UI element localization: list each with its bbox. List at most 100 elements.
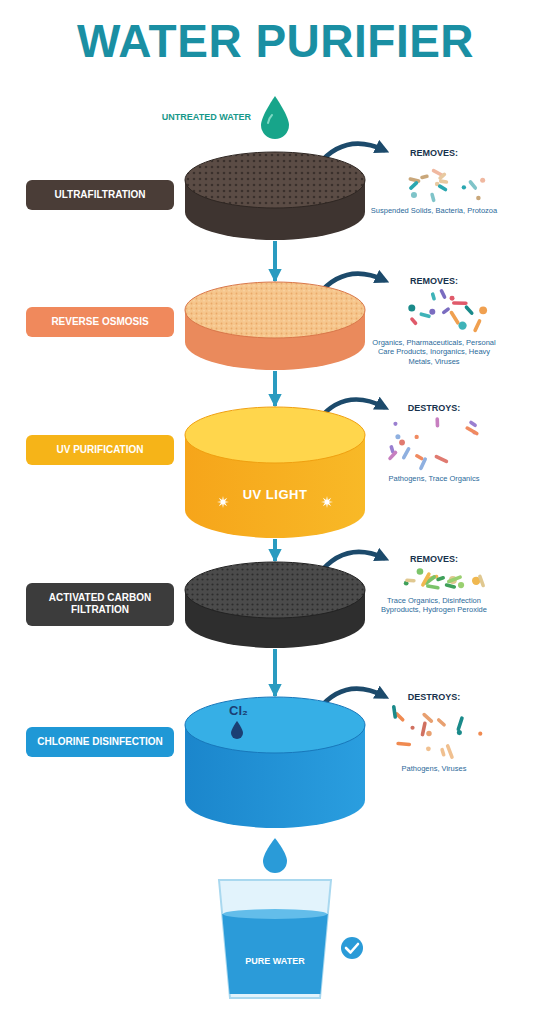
contaminant-capsule [426,584,440,590]
filter-stage: CHLORINE DISINFECTIONCl₂ [185,697,365,828]
callout-list: Pathogens, Trace Organics [368,474,500,483]
cylinder-top [185,152,365,208]
contaminant-capsule [392,705,398,719]
cylinder-top [185,407,365,463]
stage-label: ACTIVATED CARBON FILTRATION [26,583,174,626]
text-holder: ULTRAFILTRATION [26,180,174,211]
flow-arrow [273,649,277,696]
contaminant-icons [388,168,488,759]
chemical-symbol: Cl₂ [229,703,269,718]
callout-holder: Pathogens, Trace Organics [368,474,500,483]
callout-heading: DESTROYS: [368,692,500,702]
contaminant-capsule [437,184,448,192]
water-surface [223,909,327,919]
contaminant-dot [462,185,466,189]
contaminant-capsule [396,742,411,747]
stage-label: UV PURIFICATION [26,435,174,466]
text-holder: Cl₂ [229,703,269,718]
contaminant-capsule [419,312,431,319]
contaminant-capsule [414,453,424,461]
filter-stage: ULTRAFILTRATION [185,152,365,240]
contaminant-capsule [445,744,454,760]
contaminant-capsule [430,292,436,301]
flow-arrow [273,371,277,406]
text-holder: UV LIGHT [205,487,345,502]
contaminant-capsule [438,172,447,181]
disk-shape [185,697,365,828]
stage-label: CHLORINE DISINFECTION [26,727,174,758]
filter-stage: REVERSE OSMOSIS [185,282,365,370]
contaminant-dot [408,304,415,311]
contaminant-dot [476,196,481,201]
contaminant-capsule [401,446,411,460]
filter-stage: ACTIVATED CARBON FILTRATION [185,562,365,648]
text-holder: UV PURIFICATION [26,435,174,466]
contaminant-capsule [420,721,427,737]
check-icon [341,937,363,959]
text-holder: CHLORINE DISINFECTION [26,727,174,758]
callout-holder: REMOVES: [368,554,500,564]
input-label: UNTREATED WATER [147,112,251,122]
chlorine-drop [231,721,243,739]
contaminant-dot [457,730,462,735]
glass-outline [219,880,331,998]
contaminant-capsule [465,426,479,436]
contaminant-capsule [444,583,456,589]
contaminant-capsule [435,417,439,427]
contaminant-capsule [478,574,486,588]
title: WATER PURIFIER [77,15,474,67]
callout-holder: DESTROYS: [368,403,500,413]
disk-shape [185,152,365,240]
contaminant-dot [426,746,431,751]
contaminant-capsule [456,716,464,732]
contaminant-capsule [408,177,421,183]
callout-list: Pathogens, Viruses [368,764,500,773]
contaminant-capsule [469,420,478,428]
contaminant-dot [417,568,424,575]
contaminant-capsule [409,317,418,326]
callout-list: Trace Organics, Disinfection Byproducts,… [368,596,500,615]
drop-outline [261,96,289,139]
contaminant-capsule [468,179,478,190]
light-star [217,496,229,508]
filter-stage: UV PURIFICATIONUV LIGHT [185,407,365,538]
callout-holder: REMOVES: [368,276,500,286]
contaminant-dot [399,440,405,446]
contaminant-dot [395,434,400,439]
glass-water [222,914,328,994]
title-holder: WATER PURIFIER [0,14,551,68]
callout-holder: Suspended Solids, Bacteria, Protozoa [368,206,500,215]
contaminant-capsule [388,450,399,461]
cylinder-top [185,282,365,338]
contaminant-capsule [422,712,434,724]
contaminant-dot [458,582,464,588]
callout-list: Suspended Solids, Bacteria, Protozoa [368,206,500,215]
contaminant-capsule [449,310,460,325]
text-holder: UNTREATED WATER [147,112,251,122]
callout-holder: DESTROYS: [368,692,500,702]
callout-heading: REMOVES: [368,276,500,286]
contaminant-dot [450,296,455,301]
contaminant-dot [480,178,485,183]
callout-holder: Organics, Pharmaceuticals, Personal Care… [368,338,500,366]
stage-label: REVERSE OSMOSIS [26,307,174,338]
output-label: PURE WATER [225,956,325,966]
disk-shape [185,407,365,538]
contaminant-dot [393,422,397,426]
callout-heading: REMOVES: [368,148,500,158]
contaminant-capsule [473,319,482,333]
cylinder-top [185,697,365,753]
contaminant-dot [426,731,431,736]
uv-light-text: UV LIGHT [205,487,345,502]
text-holder: ACTIVATED CARBON FILTRATION [26,583,174,626]
water-glass: PURE WATER [215,880,335,1000]
glass-shape [215,880,335,1000]
contaminant-dot [478,732,482,736]
contaminant-capsule [430,192,436,202]
disk-shape [185,282,365,370]
water-drop: UNTREATED WATER [259,96,291,140]
contaminant-capsule [434,454,449,464]
contaminant-capsule [441,307,450,315]
contaminant-capsule [408,180,419,190]
falling-drop [263,838,287,873]
